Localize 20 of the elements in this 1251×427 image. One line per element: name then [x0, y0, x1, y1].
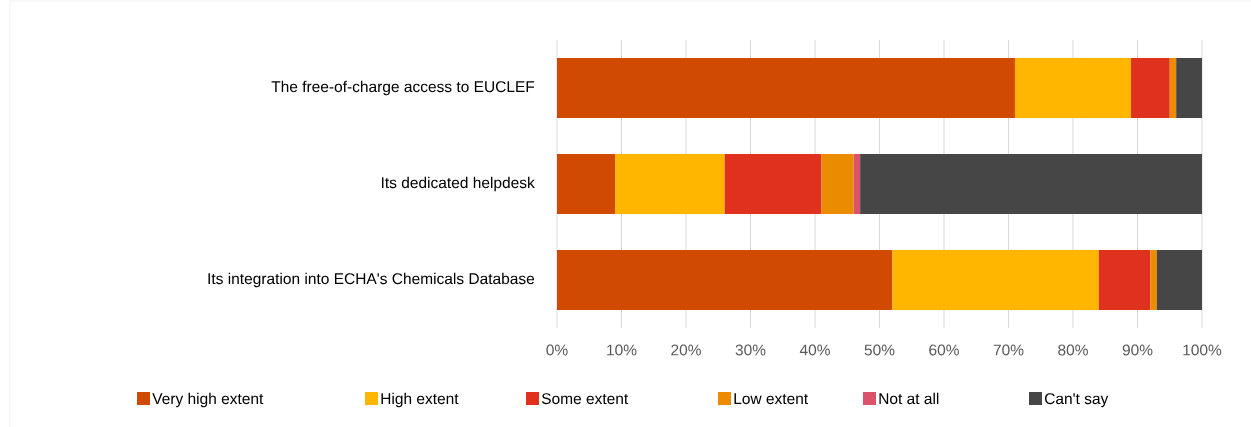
tick-label: 100% [1183, 344, 1222, 356]
tick-label: 60% [929, 344, 959, 356]
category-label: Its integration into ECHA's Chemicals Database [208, 272, 535, 288]
legend-item: Very high extent [137, 392, 264, 408]
legend-item: Some extent [526, 392, 629, 405]
tick-label: 30% [735, 344, 766, 356]
tick-label: 10% [607, 344, 637, 356]
legend-item: Low extent [718, 392, 808, 405]
category-label: Its dedicated helpdesk [382, 176, 535, 192]
tick-label: 80% [1058, 344, 1088, 356]
tick-label: 40% [799, 344, 830, 356]
category-label: The free-of-charge access to EUCLEF [271, 80, 535, 96]
tick-label: 20% [671, 344, 701, 356]
tick-label: 70% [993, 344, 1024, 356]
tick-label: 90% [1122, 344, 1153, 356]
legend-item: High extent [365, 392, 459, 408]
tick-label: 0% [546, 344, 568, 356]
legend-item: Can't say [1029, 392, 1109, 408]
tick-label: 50% [864, 344, 895, 356]
legend-item: Not at all [863, 392, 939, 405]
